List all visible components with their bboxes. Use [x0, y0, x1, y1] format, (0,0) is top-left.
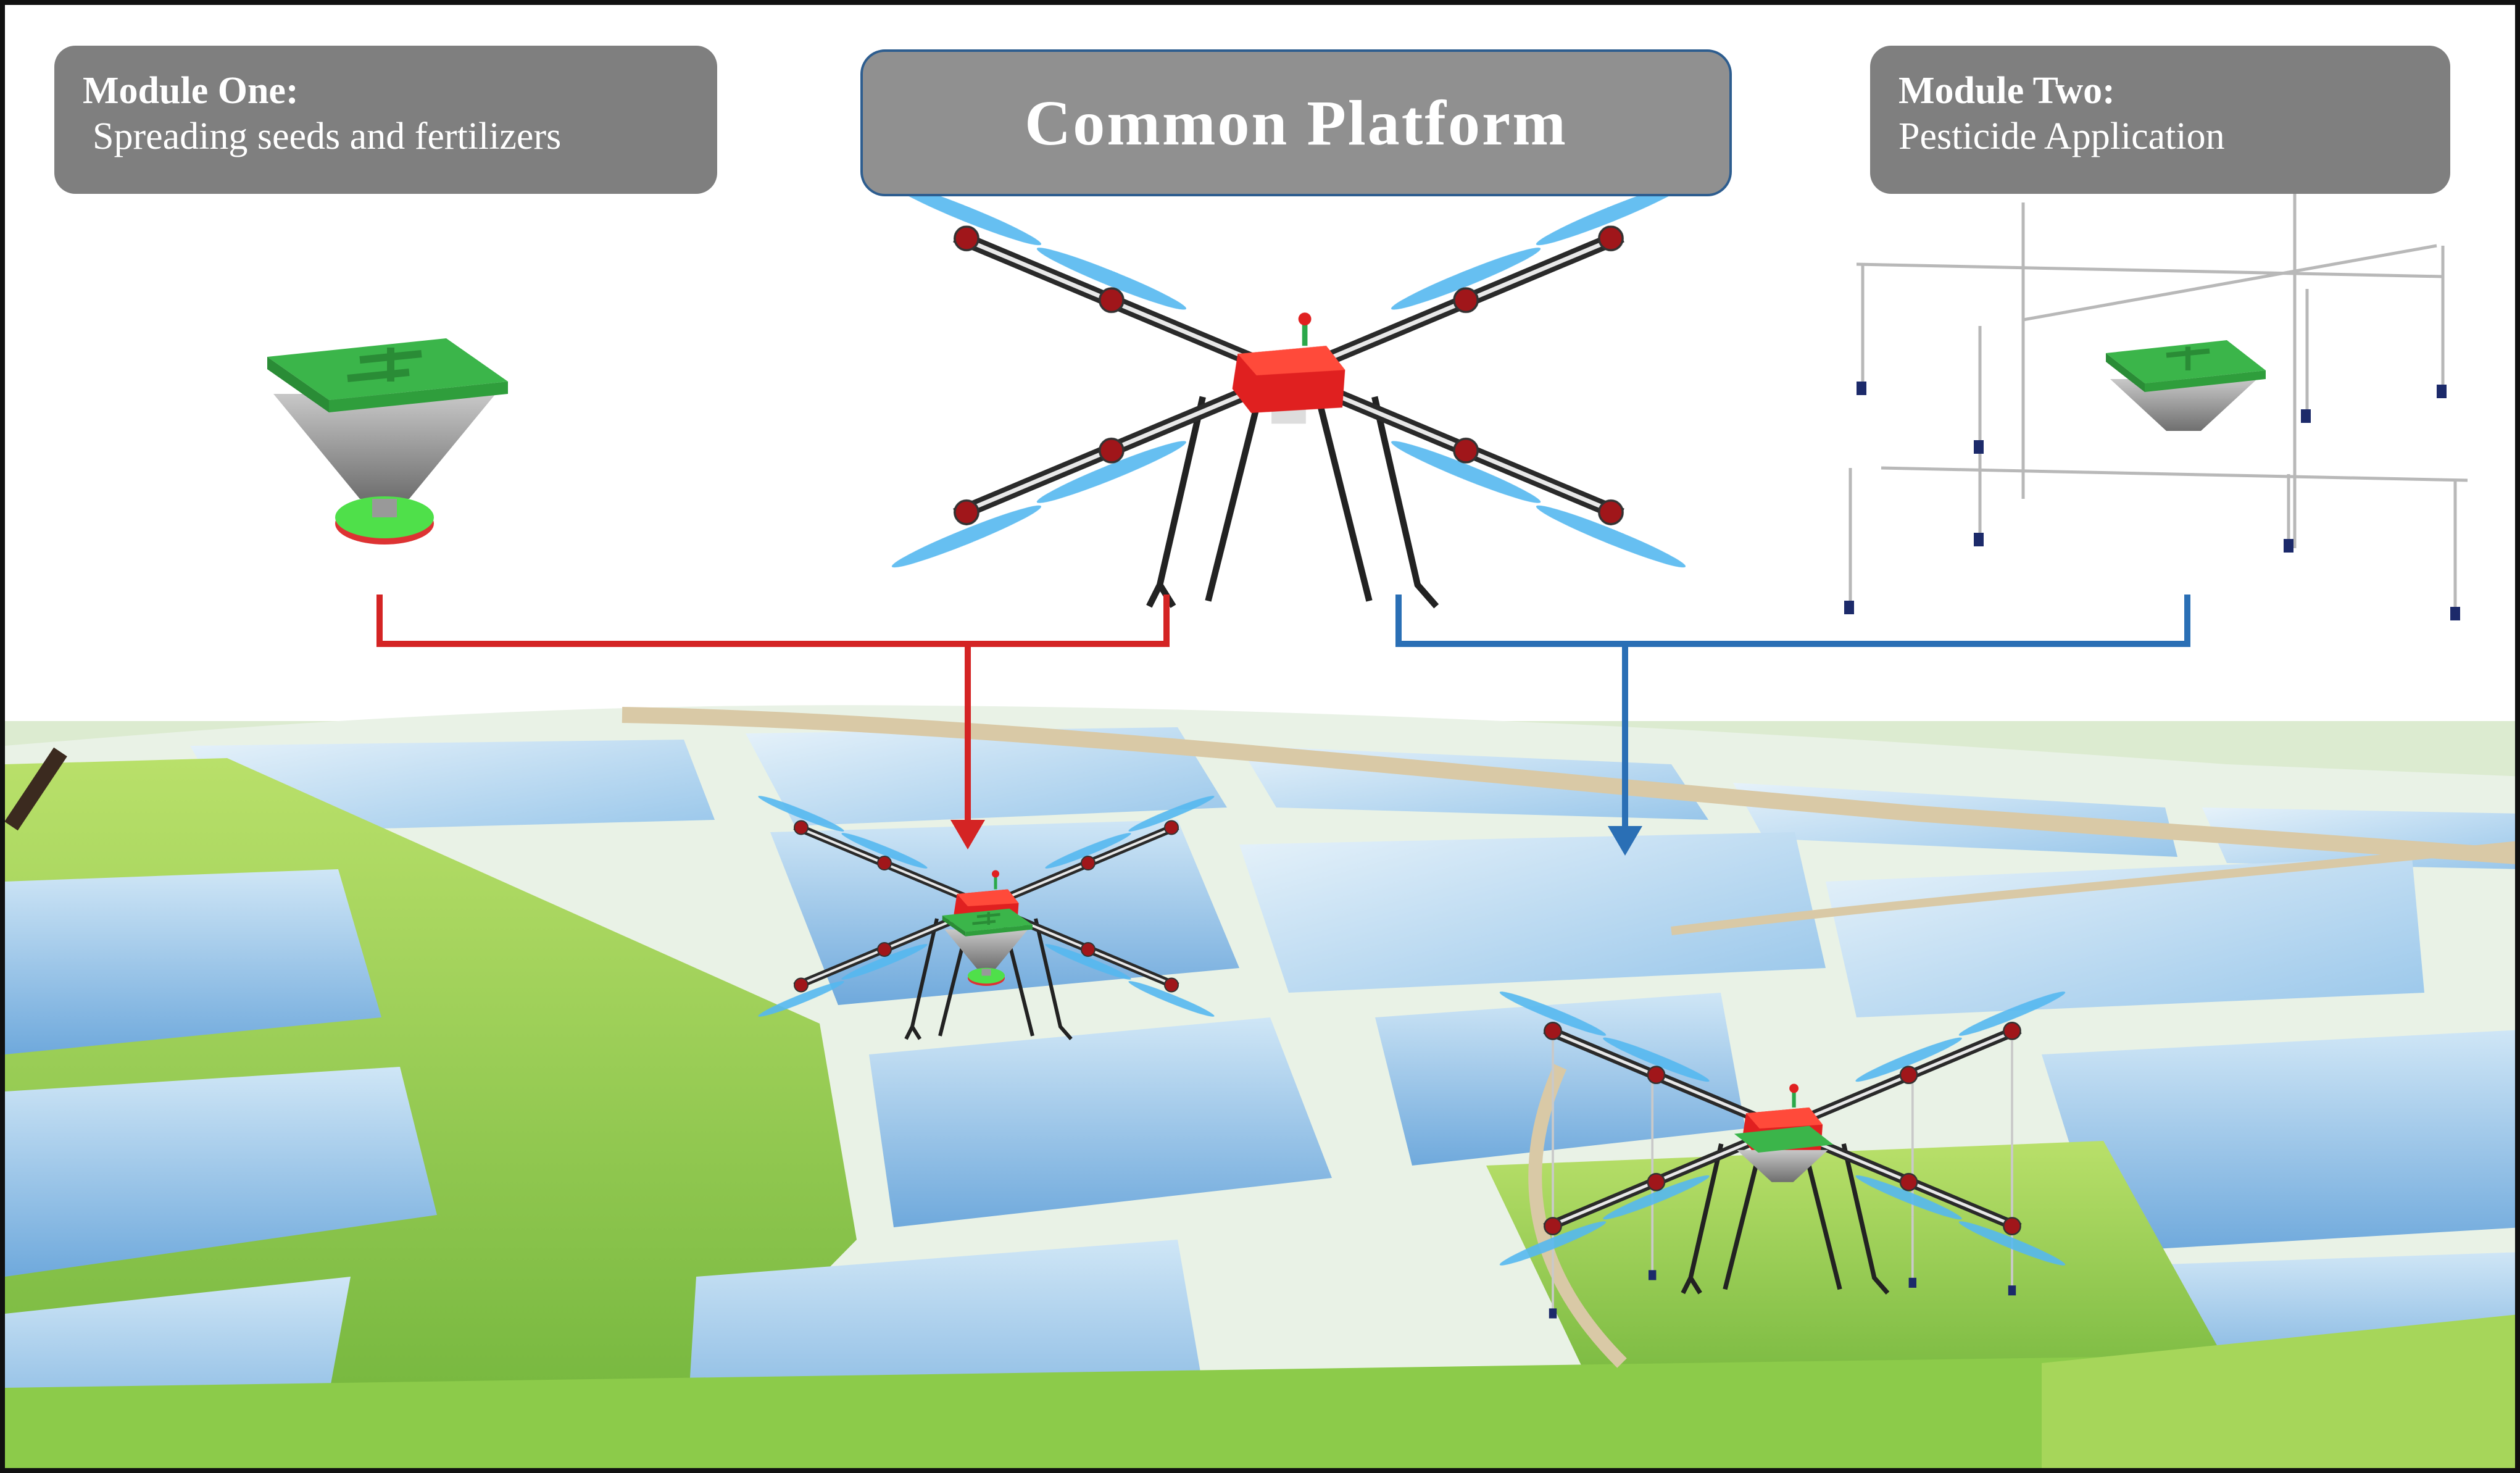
- module-one-connector: [376, 595, 1170, 849]
- module-one-title: Module One:: [83, 70, 299, 112]
- module-two-box: Module Two: Pesticide Application: [1870, 46, 2450, 194]
- drone-with-sprayer-icon: [1498, 987, 2068, 1319]
- module-one-box: Module One: Spreading seeds and fertiliz…: [54, 46, 717, 194]
- module-two-subtitle: Pesticide Application: [1898, 115, 2225, 157]
- common-platform-box: Common Platform: [860, 49, 1732, 196]
- scene: [5, 5, 2515, 1468]
- module-two-title: Module Two:: [1898, 70, 2115, 112]
- common-platform-title: Common Platform: [1025, 87, 1568, 159]
- common-platform-drone-icon: [889, 177, 1688, 606]
- paddy-field-landscape: [5, 705, 2515, 1468]
- module-one-subtitle: Spreading seeds and fertilizers: [93, 115, 562, 157]
- module-two-connector: [1395, 595, 2190, 856]
- pesticide-module-icon: [1844, 184, 2468, 620]
- spreader-module-icon: [267, 338, 508, 545]
